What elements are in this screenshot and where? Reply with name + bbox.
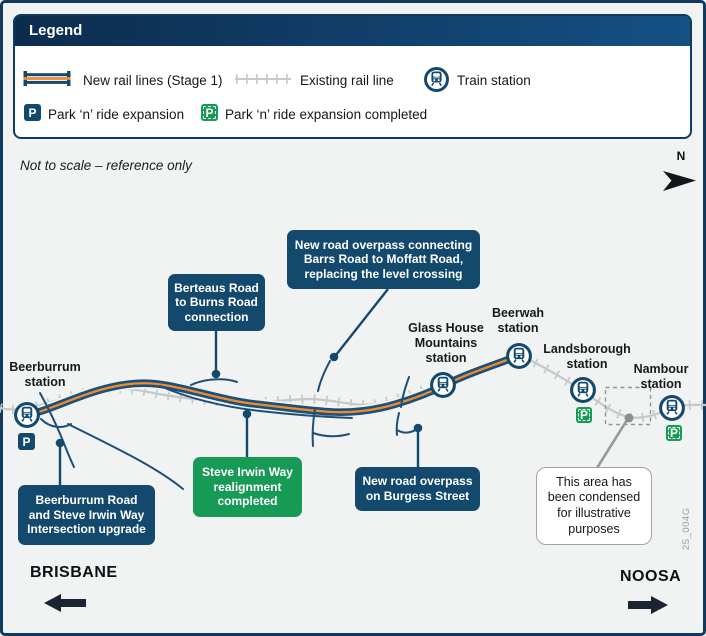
callout-leaders — [58, 288, 420, 485]
park-n-ride-completed-label: Park ‘n’ ride expansion completed — [225, 107, 428, 122]
legend-panel: Legend New rail lines (Stage 1) Existing… — [13, 14, 692, 139]
park-letter: P — [205, 105, 214, 120]
new-rail-line-icon — [23, 71, 71, 86]
steve-irwin-way-callout: Steve Irwin Way realignment completed — [193, 457, 302, 517]
park-letter: P — [28, 105, 37, 120]
north-label: N — [676, 149, 686, 163]
park-n-ride-label: Park ‘n’ ride expansion — [48, 107, 185, 122]
beerwah-station-label: Beerwah station — [491, 306, 545, 335]
roads — [39, 360, 418, 490]
new-rail-line-label: New rail lines (Stage 1) — [83, 73, 223, 88]
glass-house-mountains-station-icon — [430, 372, 456, 398]
scale-disclaimer: Not to scale – reference only — [20, 158, 192, 173]
park-letter: P — [22, 434, 31, 449]
train-station-icon — [424, 67, 449, 92]
legend-header: Legend — [15, 16, 690, 46]
condensed-area-box — [604, 386, 652, 426]
park-n-ride-icon: P — [24, 104, 41, 121]
beerburrum-road-callout: Beerburrum Road and Steve Irwin Way Inte… — [18, 485, 155, 545]
park-letter: P — [579, 408, 588, 422]
noosa-arrow-icon — [628, 596, 668, 614]
legend-title: Legend — [29, 22, 83, 39]
nambour-station-icon — [659, 395, 685, 421]
train-station-label: Train station — [457, 73, 531, 88]
callout-leader-dots — [55, 352, 423, 448]
burgess-street-callout: New road overpass on Burgess Street — [355, 467, 480, 511]
beerburrum-station-label: Beerburrum station — [9, 360, 81, 389]
landsborough-park-n-ride-icon: P — [576, 407, 592, 423]
noosa-direction-label: NOOSA — [620, 568, 682, 585]
beerburrum-park-n-ride-icon: P — [18, 433, 35, 450]
note-leader — [595, 413, 634, 469]
existing-rail-line-icon — [235, 74, 291, 84]
document-code: 25_004G — [681, 507, 692, 550]
barrs-moffatt-overpass-callout: New road overpass connecting Barrs Road … — [287, 230, 480, 289]
landsborough-station-icon — [570, 377, 596, 403]
park-letter: P — [669, 426, 678, 440]
brisbane-arrow-icon — [44, 594, 86, 612]
existing-rail-line-label: Existing rail line — [300, 73, 394, 88]
north-arrow-icon — [663, 171, 696, 191]
berteaus-road-callout: Berteaus Road to Burns Road connection — [168, 274, 265, 331]
park-n-ride-completed-icon: P — [201, 104, 218, 121]
landsborough-station-label: Landsborough station — [543, 342, 631, 371]
nambour-station-label: Nambour station — [633, 362, 689, 391]
condensed-area-note: This area has been condensed for illustr… — [536, 467, 652, 545]
beerburrum-station-icon — [14, 402, 40, 428]
glass-house-mountains-station-label: Glass House Mountains station — [408, 321, 484, 365]
brisbane-direction-label: BRISBANE — [30, 564, 118, 581]
nambour-park-n-ride-icon: P — [666, 425, 682, 441]
